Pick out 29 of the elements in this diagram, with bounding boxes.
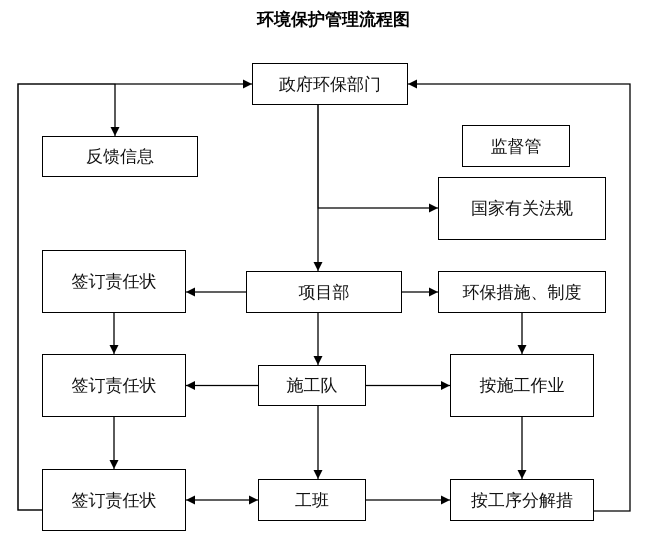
arrow — [186, 288, 246, 296]
arrow — [518, 313, 526, 354]
arrow — [186, 381, 258, 390]
process-box: 施工队 — [258, 365, 366, 406]
process-box: 监督管 — [462, 125, 570, 167]
arrow — [366, 381, 450, 390]
process-box: 环保措施、制度 — [438, 271, 606, 313]
arrow — [314, 406, 322, 479]
process-box: 签订责任状 — [42, 250, 186, 313]
arrow — [186, 496, 258, 504]
arrow — [110, 313, 118, 354]
process-box: 项目部 — [246, 271, 402, 313]
process-box: 签订责任状 — [42, 469, 186, 531]
arrow — [402, 288, 438, 296]
arrow — [518, 417, 526, 479]
process-box: 签订责任状 — [42, 354, 186, 417]
arrow — [317, 105, 438, 212]
process-box: 工班 — [258, 479, 366, 521]
title: 环境保护管理流程图 — [256, 9, 411, 31]
arrow — [314, 313, 322, 365]
process-box: 国家有关法规 — [438, 177, 606, 240]
arrow — [17, 83, 120, 511]
process-box: 政府环保部门 — [252, 63, 408, 105]
process-box: 按施工作业 — [450, 354, 594, 417]
process-box: 按工序分解措 — [450, 479, 594, 521]
arrow — [110, 417, 118, 469]
arrow — [366, 496, 450, 504]
arrow — [408, 80, 631, 512]
process-box: 反馈信息 — [42, 136, 198, 177]
